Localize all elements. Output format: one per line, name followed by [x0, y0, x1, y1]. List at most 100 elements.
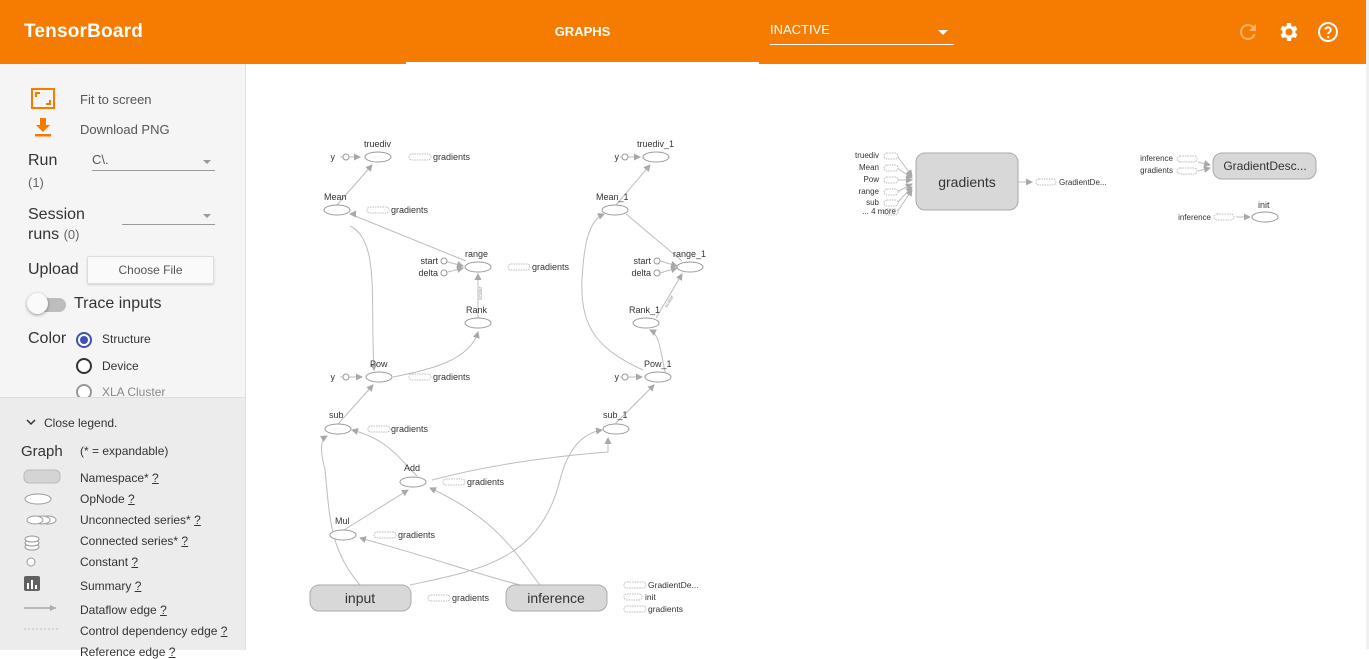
- download-png-button[interactable]: Download PNG: [80, 122, 170, 137]
- svg-text:gradients: gradients: [938, 174, 996, 190]
- run-dropdown[interactable]: C\.: [92, 152, 215, 171]
- op-nodes[interactable]: [323, 151, 1279, 541]
- svg-text:range: range: [465, 249, 488, 259]
- legend-help-link[interactable]: ?: [134, 579, 142, 593]
- color-device-radio[interactable]: [76, 358, 92, 374]
- graph-edges-3: [896, 155, 1251, 221]
- namespace-node-gradient-descent[interactable]: GradientDesc...: [1212, 152, 1317, 180]
- legend-summary: Summary ?: [80, 579, 142, 593]
- legend-reference-edge: Reference edge ?: [80, 645, 176, 659]
- download-icon[interactable]: [34, 118, 52, 138]
- legend-help-link[interactable]: ?: [131, 555, 139, 569]
- svg-text:y: y: [615, 372, 620, 382]
- svg-text:gradients: gradients: [467, 477, 505, 487]
- legend-help-link[interactable]: ?: [220, 624, 228, 638]
- tab-underline: [406, 62, 759, 64]
- run-select-dropdown[interactable]: INACTIVE: [770, 22, 954, 45]
- legend-symbols: [23, 469, 61, 630]
- op-node-range: [464, 261, 492, 273]
- svg-text:start: start: [633, 256, 651, 266]
- legend-dataflow-edge: Dataflow edge ?: [80, 603, 167, 617]
- op-node-mean-1: [601, 204, 629, 216]
- legend-namespace: Namespace* ?: [80, 471, 159, 485]
- op-node-rank: [464, 317, 492, 329]
- run-label: Run: [28, 152, 58, 169]
- chevron-down-icon[interactable]: [26, 419, 36, 427]
- session-runs-label-2: runs (0): [28, 226, 80, 243]
- svg-text:gradients: gradients: [1140, 166, 1173, 175]
- constant-y: [342, 373, 350, 381]
- constant-delta: [653, 269, 661, 277]
- settings-icon[interactable]: [1276, 20, 1300, 44]
- svg-text:Pow: Pow: [370, 359, 388, 369]
- svg-text:inference: inference: [1140, 154, 1173, 163]
- svg-text:... 4 more: ... 4 more: [862, 207, 896, 216]
- legend-help-link[interactable]: ?: [181, 534, 189, 548]
- legend-unconnected-series: Unconnected series* ?: [80, 513, 201, 527]
- opnode-symbol: [24, 493, 52, 505]
- svg-text:truediv_1: truediv_1: [637, 139, 674, 149]
- legend-help-link[interactable]: ?: [152, 471, 159, 485]
- svg-text:start: start: [420, 256, 438, 266]
- op-node-pow-1: [644, 371, 672, 383]
- choose-file-button[interactable]: Choose File: [87, 256, 214, 284]
- op-node-truediv: [364, 151, 392, 163]
- color-label: Color: [28, 330, 67, 347]
- trace-inputs-toggle-knob[interactable]: [27, 293, 48, 314]
- svg-text:gradients: gradients: [398, 530, 436, 540]
- namespace-node-gradients[interactable]: gradients: [915, 152, 1019, 211]
- connected-series-symbol: [24, 535, 40, 551]
- summary-icon: [24, 576, 40, 591]
- op-node-mul: [329, 529, 357, 541]
- svg-text:Rank: Rank: [466, 305, 488, 315]
- op-node-sub: [324, 423, 352, 435]
- constant-symbol: [26, 557, 36, 567]
- svg-text:Pow_1: Pow_1: [644, 359, 672, 369]
- legend-help-link[interactable]: ?: [128, 492, 135, 506]
- node-labels: truediv Mean range Rank Pow sub Add Mul …: [324, 139, 1270, 614]
- namespace-node-input[interactable]: input: [309, 584, 412, 612]
- svg-text:scalar: scalar: [478, 286, 484, 300]
- svg-text:inference: inference: [527, 590, 585, 606]
- svg-text:delta: delta: [631, 268, 651, 278]
- help-icon[interactable]: [1316, 20, 1340, 44]
- legend-help-link[interactable]: ?: [168, 645, 176, 659]
- svg-text:scalar: scalar: [664, 294, 676, 309]
- tab-graphs[interactable]: GRAPHS: [554, 24, 611, 39]
- constant-start: [440, 257, 448, 265]
- session-runs-dropdown[interactable]: [122, 206, 215, 225]
- svg-text:GradientDe...: GradientDe...: [648, 580, 699, 590]
- session-count: (0): [63, 227, 80, 242]
- svg-text:gradients: gradients: [648, 604, 683, 614]
- legend-help-link[interactable]: ?: [194, 513, 201, 527]
- unconnected-series-symbol: [26, 515, 57, 525]
- svg-text:y: y: [615, 152, 620, 162]
- legend-help-link[interactable]: ?: [160, 603, 167, 617]
- graph-edges-2: [581, 153, 683, 425]
- run-dropdown-value: C\.: [92, 152, 109, 167]
- svg-text:input: input: [345, 590, 375, 606]
- legend-control-dependency-edge: Control dependency edge ?: [80, 624, 228, 638]
- color-device-label: Device: [102, 359, 139, 373]
- legend-graph-label: Graph: [21, 443, 63, 460]
- svg-text:gradients: gradients: [433, 152, 471, 162]
- reload-icon[interactable]: [1236, 20, 1260, 44]
- fit-to-screen-icon[interactable]: [31, 88, 55, 110]
- constant-start: [653, 257, 661, 265]
- op-node-init: [1251, 211, 1279, 223]
- graph-canvas[interactable]: input inference gradients GradientDesc..…: [246, 64, 1366, 649]
- op-node-range-1: [676, 261, 704, 273]
- op-node-rank-1: [632, 317, 660, 329]
- namespace-node-inference[interactable]: inference: [505, 584, 608, 612]
- trace-inputs-label: Trace inputs: [74, 295, 162, 312]
- fit-to-screen-button[interactable]: Fit to screen: [80, 92, 152, 107]
- constant-nodes[interactable]: [342, 153, 661, 381]
- svg-text:sub: sub: [866, 198, 879, 207]
- color-structure-radio[interactable]: [76, 332, 92, 348]
- namespace-symbol: [23, 469, 61, 484]
- svg-text:Rank_1: Rank_1: [629, 305, 660, 315]
- svg-text:gradients: gradients: [433, 372, 471, 382]
- close-legend-link[interactable]: Close legend.: [44, 416, 118, 430]
- svg-text:Add: Add: [404, 463, 420, 473]
- svg-text:Mean: Mean: [859, 163, 879, 172]
